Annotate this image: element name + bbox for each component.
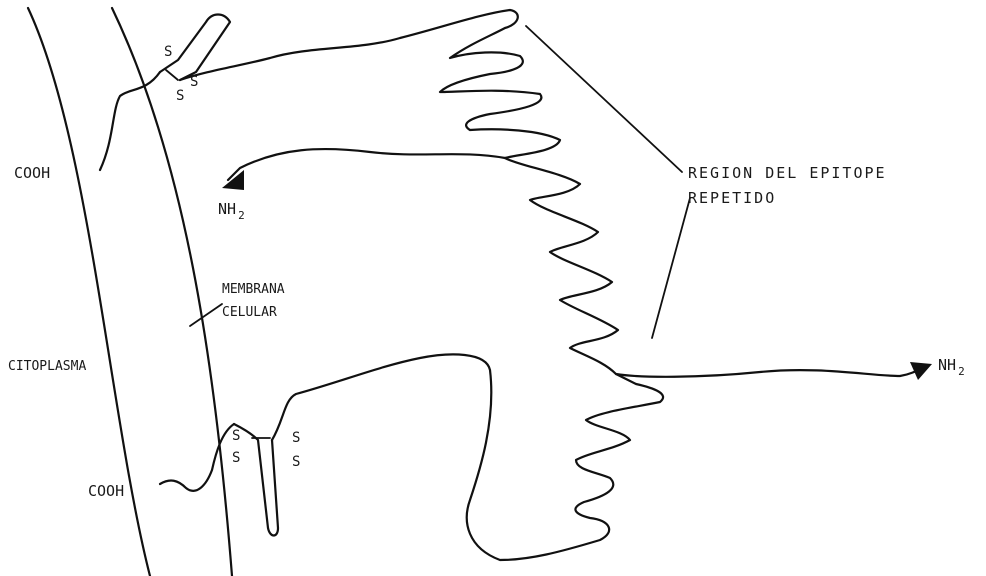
nh2-left-sub: 2 bbox=[238, 209, 245, 222]
nh2-left-main: NH bbox=[218, 200, 236, 218]
top-ss-s1: S bbox=[164, 44, 172, 60]
bottom-ss-s1: S bbox=[232, 428, 240, 444]
upper-chain-main bbox=[180, 10, 926, 377]
bottom-ss-s2: S bbox=[232, 450, 240, 466]
bottom-ss-s4: S bbox=[292, 454, 300, 470]
nh2-left-arrowhead bbox=[222, 170, 244, 190]
region-label-line1: REGION DEL EPITOPE bbox=[688, 164, 887, 182]
bottom-ss-s3: S bbox=[292, 430, 300, 446]
upper-chain-nh2-branch bbox=[228, 149, 505, 180]
membrane-pointer bbox=[190, 304, 222, 326]
cytoplasm-label: CITOPLASMA bbox=[8, 359, 86, 374]
cooh-bottom-label: COOH bbox=[88, 482, 124, 500]
upper-chain-cooh-tail bbox=[100, 72, 160, 170]
membrane-label-line1: MEMBRANA bbox=[222, 282, 285, 297]
region-label-line2: REPETIDO bbox=[688, 189, 776, 207]
top-ss-s3: S bbox=[176, 88, 184, 104]
region-pointer-upper bbox=[526, 26, 682, 172]
lower-chain-main bbox=[272, 354, 663, 560]
membrane-label-line2: CELULAR bbox=[222, 305, 277, 320]
top-ss-s2: S bbox=[190, 74, 198, 90]
region-pointer-lower bbox=[652, 198, 690, 338]
cooh-top-label: COOH bbox=[14, 164, 50, 182]
upper-ss-bond bbox=[166, 70, 178, 80]
nh2-right-sub: 2 bbox=[958, 365, 965, 378]
nh2-right-main: NH bbox=[938, 356, 956, 374]
membrane-outer-line bbox=[112, 8, 232, 576]
